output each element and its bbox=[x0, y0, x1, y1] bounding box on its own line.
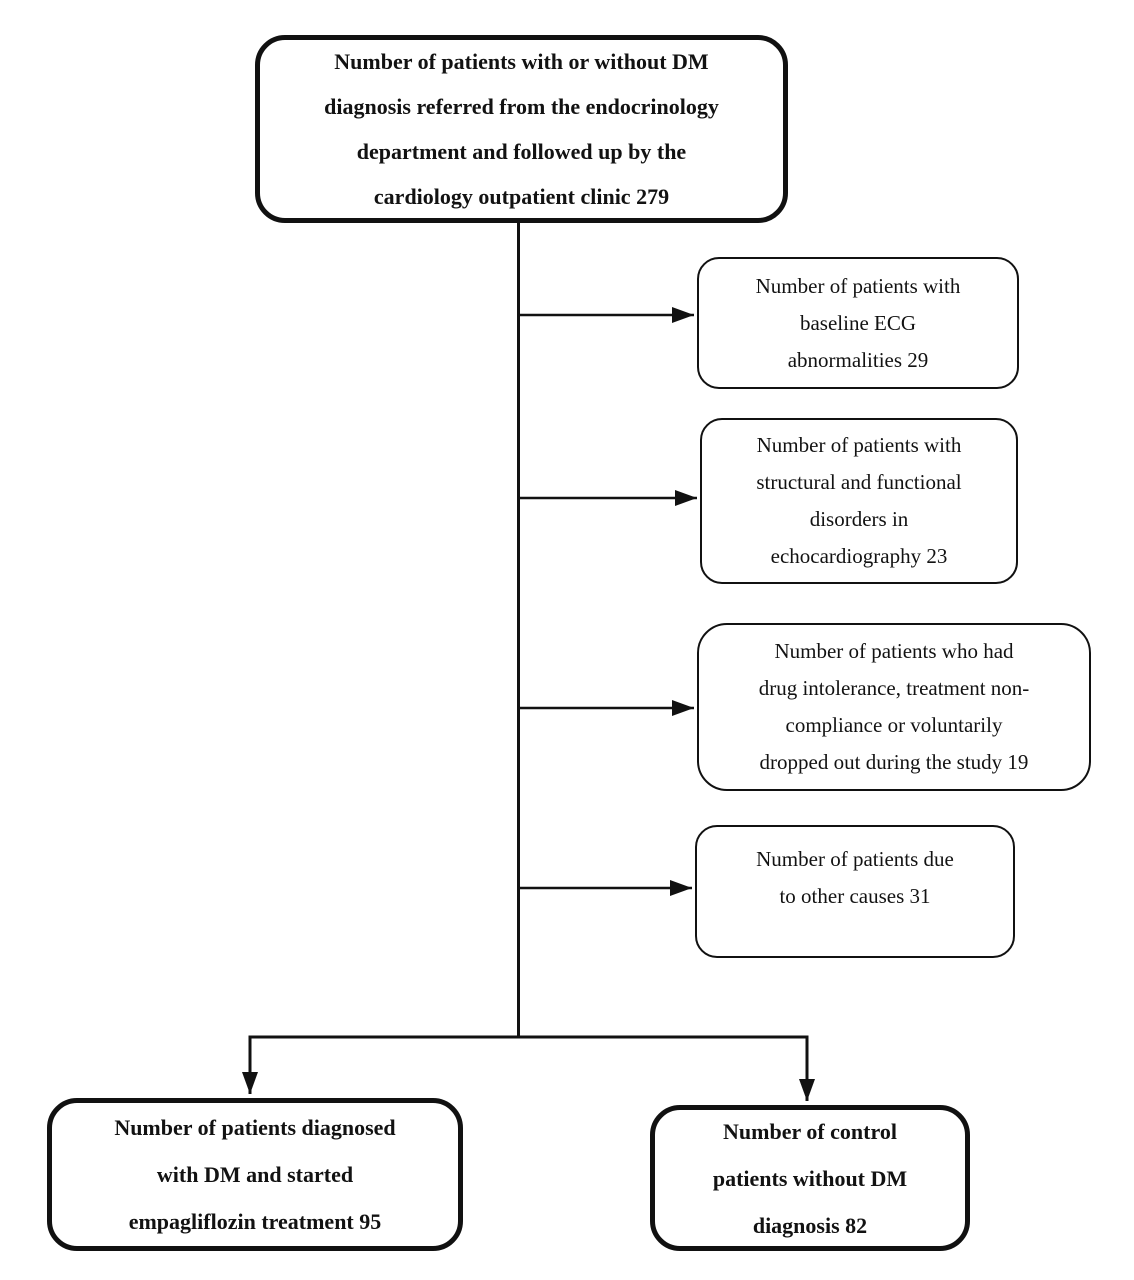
node-excluded-intolerance-noncompliance-dropout: Number of patients who had drug intolera… bbox=[697, 623, 1091, 791]
node-excluded-ecg-abnormalities: Number of patients with baseline ECG abn… bbox=[697, 257, 1019, 389]
node-excluded-other-causes: Number of patients due to other causes 3… bbox=[695, 825, 1015, 958]
node-total-referred: Number of patients with or without DM di… bbox=[255, 35, 788, 223]
node-excluded-echocardiography-disorders: Number of patients with structural and f… bbox=[700, 418, 1018, 584]
node-dm-empagliflozin-group: Number of patients diagnosed with DM and… bbox=[47, 1098, 463, 1251]
node-control-group: Number of control patients without DM di… bbox=[650, 1105, 970, 1251]
